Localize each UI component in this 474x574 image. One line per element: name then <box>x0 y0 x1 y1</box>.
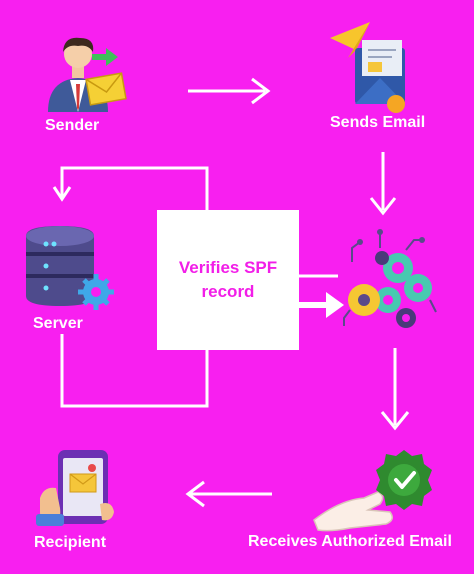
paper-plane-envelope-icon <box>330 22 405 113</box>
smartphone-mail-icon <box>36 450 114 526</box>
verifies-spf-box: Verifies SPF record <box>157 210 299 350</box>
node-label-recipient: Recipient <box>34 534 107 551</box>
thick-arrow-to-gears <box>299 292 344 318</box>
arrow-sends-email-to-gears <box>369 152 397 216</box>
arrow-sender-to-sends-email <box>188 77 271 105</box>
node-label-sends-email: Sends Email <box>330 114 426 131</box>
verifies-spf-text: Verifies SPF record <box>178 258 278 301</box>
arrow-gears-to-receives <box>380 348 410 431</box>
gears-circuit-icon <box>343 229 437 328</box>
node-label-server: Server <box>33 315 83 332</box>
server-gear-icon <box>26 226 114 310</box>
businessman-sending-mail-icon <box>48 37 127 112</box>
node-label-receives-authorized-email: Receives Authorized Email <box>248 533 452 550</box>
node-label-sender: Sender <box>45 117 100 134</box>
hand-verified-badge-icon <box>313 450 432 532</box>
arrow-receives-to-recipient <box>185 480 272 508</box>
